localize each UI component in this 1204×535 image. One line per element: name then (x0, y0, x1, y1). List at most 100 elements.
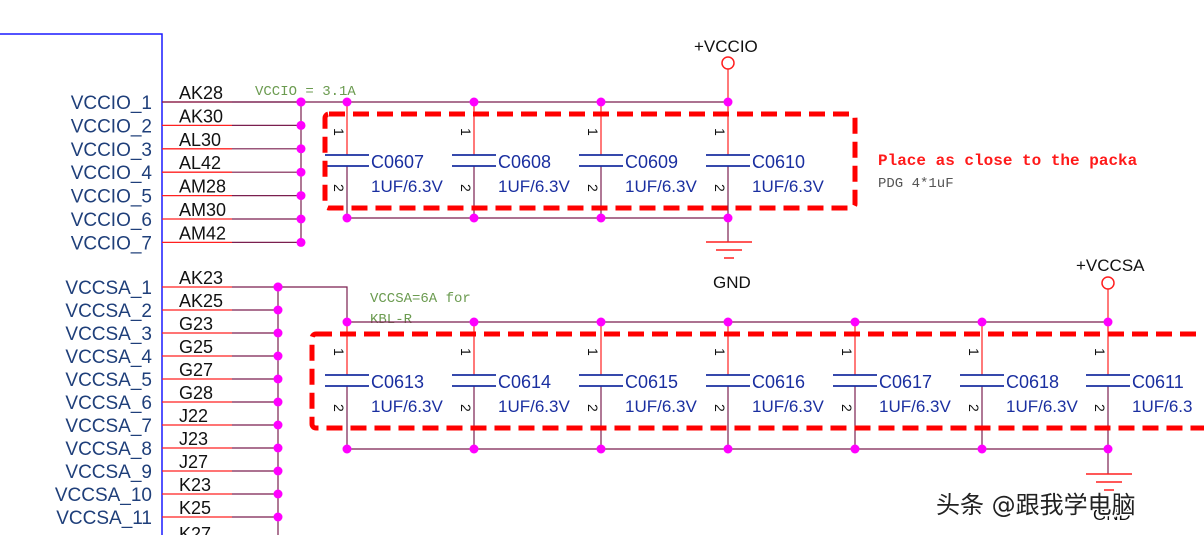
pin-name: VCCIO_5 (71, 187, 152, 208)
cap-value: 1UF/6.3V (752, 397, 824, 416)
junction-dot (342, 444, 352, 454)
junction-dot (469, 97, 479, 107)
ball-name: J23 (179, 429, 208, 449)
junction-dot (296, 167, 306, 177)
junction-dot (296, 237, 306, 247)
vccsa-ground-icon (1086, 473, 1132, 491)
junction-dot (296, 144, 306, 154)
cap-pin2-number: 2 (458, 404, 474, 412)
ball-name: K27 (179, 524, 211, 535)
junction-dot (723, 213, 733, 223)
cap-reference: C0614 (498, 372, 551, 392)
vccsa-feed-wire (278, 286, 348, 322)
watermark: 头条 @跟我学电脑 (936, 491, 1136, 519)
cap-pin1-number: 1 (712, 128, 728, 136)
cap-pin2-number: 2 (585, 184, 601, 192)
cap-pin1-number: 1 (331, 348, 347, 356)
vccio-ground-icon (706, 241, 752, 259)
ic-symbol-outline (0, 33, 163, 535)
pin-name: VCCSA_10 (55, 485, 152, 506)
cap-pin1-number: 1 (585, 348, 601, 356)
vccsa-power-label: +VCCSA (1076, 256, 1145, 275)
ball-name: AK28 (179, 83, 223, 103)
pin-name: VCCSA_7 (65, 416, 152, 437)
junction-dot (296, 191, 306, 201)
cap-pin1-number: 1 (1092, 348, 1108, 356)
junction-dot (273, 305, 283, 315)
vccsa-placement-box (309, 331, 1204, 431)
pin-row: VCCSA_4 G25 (65, 337, 278, 368)
junction-dot (850, 317, 860, 327)
cap-value: 1UF/6.3V (498, 177, 570, 196)
cap-pin1-number: 1 (458, 348, 474, 356)
pin-name: VCCSA_11 (56, 508, 152, 529)
pin-name: VCCSA_6 (65, 393, 152, 414)
junction-dot (273, 374, 283, 384)
ball-name: AM42 (179, 223, 226, 243)
junction-dot (469, 213, 479, 223)
cap-pin2-number: 2 (585, 404, 601, 412)
vccsa-ground-label: GND (1093, 505, 1131, 524)
vccio-current-note: VCCIO = 3.1A (255, 84, 356, 100)
pin-name: VCCSA_1 (65, 278, 152, 299)
vccio-placement-box (322, 111, 858, 211)
pin-row: VCCSA_3 G23 (65, 314, 278, 345)
junction-dot (596, 213, 606, 223)
ball-name: G25 (179, 337, 213, 357)
pin-row: VCCSA_6 G28 (65, 383, 278, 414)
junction-dot (273, 397, 283, 407)
pin-name: VCCIO_3 (71, 140, 152, 161)
capacitor[interactable]: C0614 1UF/6.3V 1 2 (452, 322, 570, 449)
ball-name: G28 (179, 383, 213, 403)
junction-group (273, 97, 1113, 522)
pin-name: VCCIO_2 (71, 116, 152, 137)
junction-dot (273, 351, 283, 361)
cap-reference: C0610 (752, 152, 805, 172)
vccio-power-label: +VCCIO (694, 37, 758, 56)
junction-dot (977, 317, 987, 327)
ball-name: AM30 (179, 200, 226, 220)
junction-dot (596, 317, 606, 327)
pin-name: VCCIO_1 (71, 93, 152, 114)
pin-name: VCCSA_4 (65, 347, 152, 368)
cap-pin1-number: 1 (712, 348, 728, 356)
ball-name: G23 (179, 314, 213, 334)
cap-reference: C0615 (625, 372, 678, 392)
vccio-power-icon (721, 56, 735, 70)
junction-dot (1103, 317, 1113, 327)
cap-pin2-number: 2 (1092, 404, 1108, 412)
ball-name: AM28 (179, 177, 226, 197)
cap-value: 1UF/6.3V (625, 177, 697, 196)
ball-name: AK23 (179, 268, 223, 288)
cap-value: 1UF/6.3V (498, 397, 570, 416)
junction-dot (723, 317, 733, 327)
pin-name: VCCSA_3 (65, 324, 152, 345)
ball-name: K23 (179, 475, 211, 495)
cap-reference: C0609 (625, 152, 678, 172)
vccsa-current-note-2: KBL-R (370, 312, 413, 328)
junction-dot (273, 466, 283, 476)
cap-reference: C0617 (879, 372, 932, 392)
junction-dot (469, 317, 479, 327)
cap-pin2-number: 2 (331, 184, 347, 192)
cap-reference: C0611 (1132, 372, 1184, 392)
